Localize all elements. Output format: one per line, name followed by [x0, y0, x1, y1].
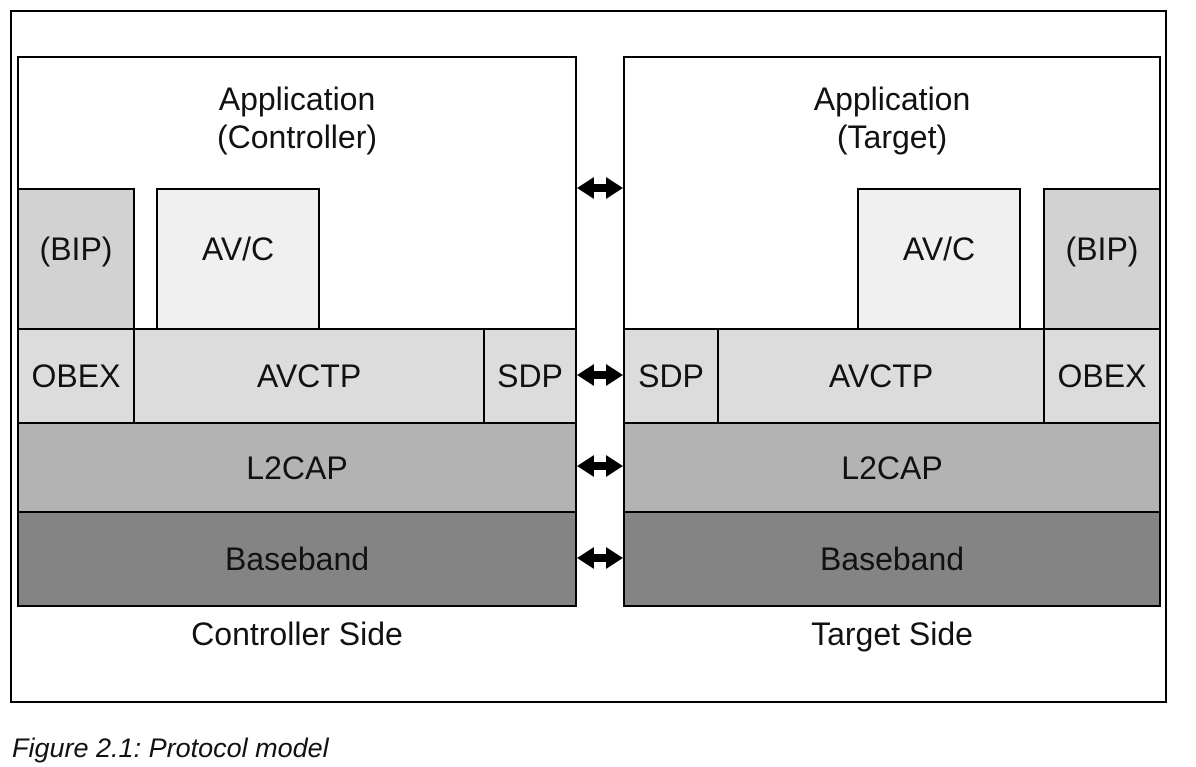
application-target-label: Application (Target): [813, 81, 971, 155]
baseband-label: Baseband: [224, 541, 370, 577]
block-obex-target: OBEX: [1043, 328, 1161, 424]
block-avc-target: AV/C: [857, 188, 1021, 330]
block-baseband-controller: Baseband: [17, 511, 577, 607]
bip-label: (BIP): [39, 231, 113, 267]
avc-label: AV/C: [201, 231, 275, 267]
block-avctp-target: AVCTP: [717, 328, 1045, 424]
obex-label: OBEX: [31, 358, 121, 394]
obex-label: OBEX: [1057, 358, 1147, 394]
block-avctp-controller: AVCTP: [133, 328, 485, 424]
l2cap-label: L2CAP: [246, 449, 348, 486]
baseband-label: Baseband: [819, 541, 965, 577]
controller-side-label: Controller Side: [191, 616, 403, 652]
double-arrow-icon-l2cap-level: [577, 453, 623, 479]
l2cap-label: L2CAP: [841, 449, 943, 486]
block-l2cap-target: L2CAP: [623, 422, 1161, 513]
double-arrow-icon-application-level: [577, 175, 623, 201]
sdp-label: SDP: [638, 358, 704, 394]
double-arrow-icon-sdp-level: [577, 362, 623, 388]
figure-caption: Figure 2.1: Protocol model: [12, 733, 329, 763]
block-bip-target: (BIP): [1043, 188, 1161, 330]
bip-label: (BIP): [1065, 231, 1139, 267]
block-l2cap-controller: L2CAP: [17, 422, 577, 513]
block-sdp-target: SDP: [623, 328, 719, 424]
avctp-label: AVCTP: [256, 358, 362, 394]
double-arrow-icon-baseband-level: [577, 545, 623, 571]
block-sdp-controller: SDP: [483, 328, 577, 424]
application-controller-label: Application (Controller): [216, 81, 378, 155]
avc-label: AV/C: [902, 231, 976, 267]
avctp-label: AVCTP: [828, 358, 934, 394]
sdp-label: SDP: [497, 358, 563, 394]
target-side-label: Target Side: [811, 616, 973, 652]
block-obex-controller: OBEX: [17, 328, 135, 424]
block-baseband-target: Baseband: [623, 511, 1161, 607]
block-bip-controller: (BIP): [17, 188, 135, 330]
block-avc-controller: AV/C: [156, 188, 320, 330]
